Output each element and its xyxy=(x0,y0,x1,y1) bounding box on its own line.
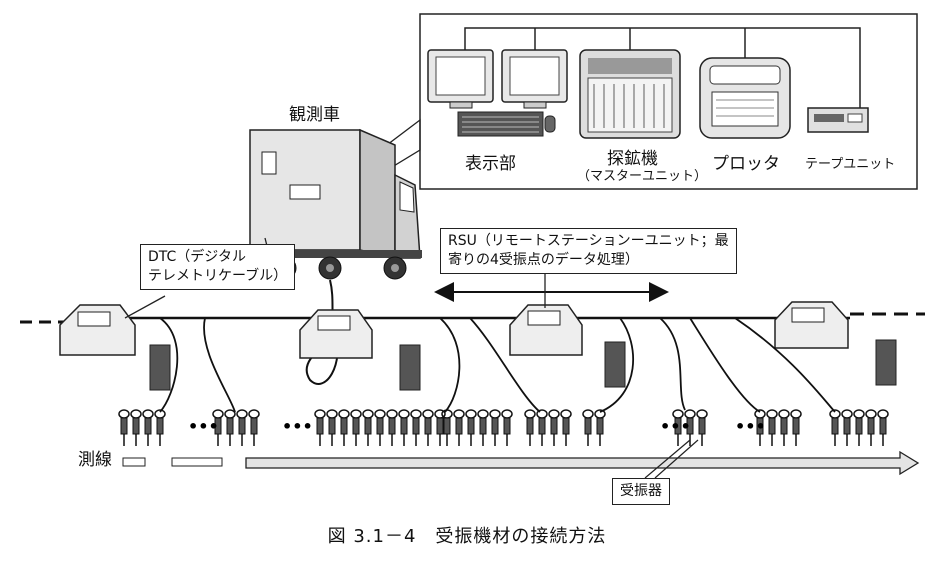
geophone-cables xyxy=(159,317,836,413)
rsu-label-box: RSU（リモートステーションーユニット；最 寄りの4受振点のデータ処理） xyxy=(440,228,737,274)
equipment-panel xyxy=(419,13,918,190)
recorder-label: 探鉱機 xyxy=(607,149,658,169)
figure-caption: 図 3.1－4 受振機材の接続方法 xyxy=(327,526,607,547)
dtc-label-line2: テレメトリケーブル） xyxy=(148,268,288,284)
geophone-icon xyxy=(374,409,386,446)
geophone-icon xyxy=(236,409,248,446)
geophone-icon xyxy=(154,409,166,446)
ellipsis-mark: ••• xyxy=(188,417,219,436)
geophone-icon xyxy=(672,409,684,446)
plotter-label: プロッタ xyxy=(712,154,780,174)
geophone-icon xyxy=(326,409,338,446)
geophone-array: ••• ••• ••• ••• xyxy=(118,409,889,446)
geophone-icon xyxy=(853,409,865,446)
geophone-icon xyxy=(465,409,477,446)
monitor-icon xyxy=(501,49,568,109)
geophone-icon xyxy=(524,409,536,446)
geophone-icon xyxy=(536,409,548,446)
dtc-label-box: DTC（デジタル テレメトリケーブル） xyxy=(140,244,296,290)
geophone-icon xyxy=(477,409,489,446)
rsu-unit xyxy=(59,304,171,391)
geophone-icon xyxy=(548,409,560,446)
geophone-icon xyxy=(362,409,374,446)
geophone-icon xyxy=(453,409,465,446)
geophone-icon xyxy=(422,409,434,446)
geophone-icon xyxy=(766,409,778,446)
geophone-icon xyxy=(212,409,224,446)
geophone-icon xyxy=(398,409,410,446)
geophone-label: 受振器 xyxy=(612,478,670,505)
rsu-label-line1: RSU（リモートステーションーユニット；最 xyxy=(448,233,729,249)
geophone-icon xyxy=(338,409,350,446)
geophone-icon xyxy=(224,409,236,446)
geophone-icon xyxy=(441,409,453,446)
geophone-icon xyxy=(790,409,802,446)
rsu-unit xyxy=(774,301,897,386)
recorder-sub-label: （マスターユニット） xyxy=(577,169,708,184)
tape-unit-icon xyxy=(807,107,869,133)
geophone-icon xyxy=(582,409,594,446)
geophone-icon xyxy=(865,409,877,446)
survey-line-arrow xyxy=(122,450,920,476)
ellipsis-mark: ••• xyxy=(282,417,313,436)
geophone-icon xyxy=(130,409,142,446)
geophone-icon xyxy=(841,409,853,446)
geophone-icon xyxy=(594,409,606,446)
geophone-icon xyxy=(501,409,513,446)
rsu-unit xyxy=(299,309,421,391)
dtc-label-line1: DTC（デジタル xyxy=(148,249,247,265)
geophone-icon xyxy=(142,409,154,446)
survey-vehicle-icon xyxy=(249,128,422,280)
rsu-label-line2: 寄りの4受振点のデータ処理） xyxy=(448,252,639,268)
ellipsis-mark: ••• xyxy=(735,417,766,436)
geophone-icon xyxy=(386,409,398,446)
geophone-icon xyxy=(489,409,501,446)
survey-line-label: 測線 xyxy=(78,450,112,470)
rsu-unit xyxy=(509,304,626,388)
geophone-icon xyxy=(560,409,572,446)
recorder-unit-icon xyxy=(579,49,681,139)
geophone-icon xyxy=(350,409,362,446)
plotter-icon xyxy=(699,57,791,139)
geophone-icon xyxy=(754,409,766,446)
keyboard-icon xyxy=(457,111,556,137)
geophone-icon xyxy=(248,409,260,446)
tape-unit-label: テープユニット xyxy=(805,157,896,172)
geophone-icon xyxy=(314,409,326,446)
geophone-icon xyxy=(410,409,422,446)
geophone-icon xyxy=(118,409,130,446)
vehicle-label: 観測車 xyxy=(289,105,340,125)
geophone-icon xyxy=(434,409,446,446)
geophone-icon xyxy=(696,409,708,446)
geophone-icon xyxy=(778,409,790,446)
monitor-icon xyxy=(427,49,494,109)
ellipsis-mark: ••• xyxy=(660,417,691,436)
display-label: 表示部 xyxy=(465,154,516,174)
geophone-icon xyxy=(877,409,889,446)
geophone-icon xyxy=(829,409,841,446)
